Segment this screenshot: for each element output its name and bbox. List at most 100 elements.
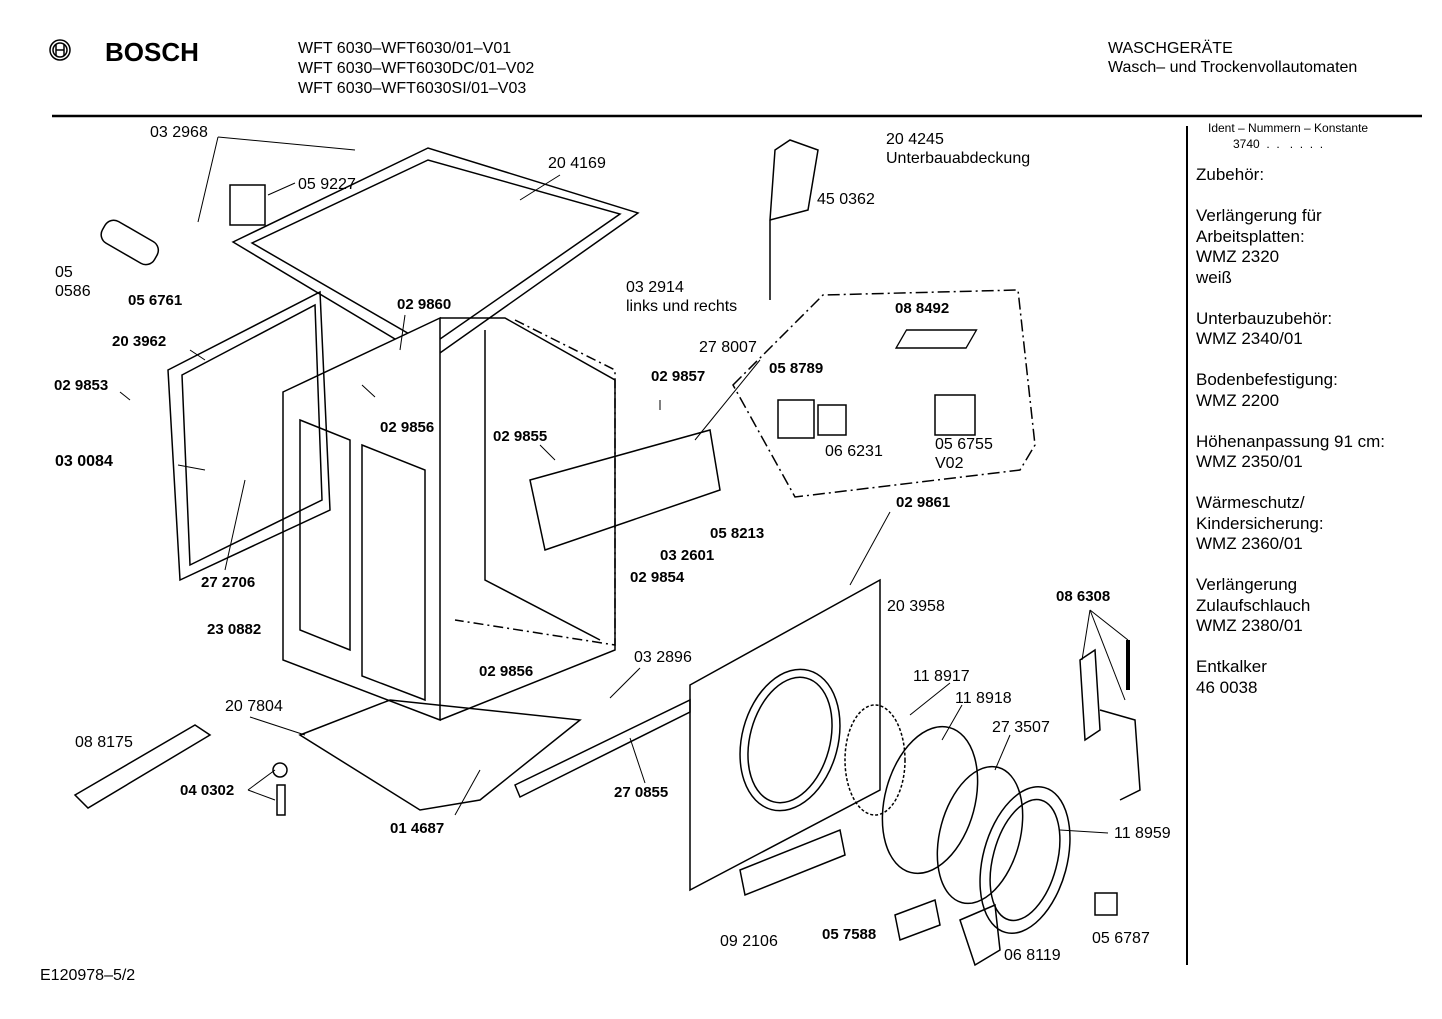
part-label: 05 0586 <box>55 264 91 300</box>
part-label: 05 6755 V02 <box>935 436 993 472</box>
wrench-shape <box>73 724 212 809</box>
ident-label: Ident – Nummern – Konstante <box>1208 121 1369 135</box>
part-label: 27 8007 <box>699 339 757 356</box>
door-rings-shape <box>844 704 1071 935</box>
part-05-8789-shape <box>777 399 815 439</box>
accessory-line: WMZ 2360/01 <box>1196 534 1303 553</box>
category-title: WASCHGERÄTE <box>1108 40 1233 57</box>
part-label: 23 0882 <box>207 621 262 638</box>
accessory-line: Zulaufschlauch <box>1196 595 1311 615</box>
part-label: 27 3507 <box>992 719 1050 736</box>
accessory-line: 46 0038 <box>1196 677 1258 697</box>
category-subtitle: Wasch– und Trockenvollautomaten <box>1108 59 1358 76</box>
nut-shape <box>272 762 288 778</box>
part-label: 02 9861 <box>896 494 951 511</box>
accessory-line: Verlängerung für <box>1196 206 1322 225</box>
hinge-shape <box>1079 648 1141 801</box>
part-label: 02 9855 <box>493 428 548 445</box>
part-05-0586-shape <box>100 219 160 266</box>
front-panel-shape <box>689 578 881 892</box>
part-label: 11 8917 <box>913 668 970 685</box>
part-label: 08 6308 <box>1056 588 1111 605</box>
part-label: 20 3958 <box>887 598 945 615</box>
accessory-group: Höhenanpassung 91 cm:WMZ 2350/01 <box>1196 432 1436 473</box>
accessory-line: WMZ 2380/01 <box>1196 616 1303 635</box>
part-label: 11 8959 <box>1114 825 1171 842</box>
part-label: 03 2914 links und rechts <box>626 279 738 315</box>
accessory-line: Verlängerung <box>1196 575 1298 594</box>
bolt-shape <box>276 784 286 816</box>
module-outline <box>732 289 1036 498</box>
front-strip-shape <box>514 698 691 799</box>
accessory-line: Unterbauzubehör: <box>1196 308 1333 328</box>
part-label: 08 8175 <box>75 734 133 751</box>
part-label: 05 9227 <box>298 176 356 193</box>
top-panel-shape <box>231 147 640 361</box>
accessory-line: WMZ 2320 <box>1196 247 1280 266</box>
part-label: 20 7804 <box>225 698 283 715</box>
latch-shape <box>959 903 1001 967</box>
part-08-8492-shape <box>894 329 978 349</box>
accessory-line: WMZ 2340/01 <box>1196 329 1303 348</box>
model-line-1: WFT 6030–WFT6030/01–V01 <box>298 40 512 57</box>
part-label: 04 0302 <box>180 782 235 799</box>
part-label: 02 9854 <box>630 569 685 586</box>
part-label: 20 3962 <box>112 333 167 350</box>
part-label: 09 2106 <box>720 933 778 950</box>
accessory-line: weiß <box>1196 267 1232 287</box>
part-label: 02 9860 <box>397 296 452 313</box>
accessory-line: Arbeitsplatten: <box>1196 226 1305 246</box>
accessory-group: Unterbauzubehör:WMZ 2340/01 <box>1196 309 1436 350</box>
part-label: 02 9857 <box>651 368 706 385</box>
part-label: 03 2968 <box>150 124 208 141</box>
part-label: 03 2601 <box>660 547 715 564</box>
part-label: 20 4169 <box>548 155 606 172</box>
cabinet-shape <box>282 316 616 722</box>
part-label: 20 4245 Unterbauabdeckung <box>886 131 1031 167</box>
part-label: 03 0084 <box>55 453 113 470</box>
back-outline <box>454 319 616 646</box>
accessory-line: WMZ 2350/01 <box>1196 452 1303 471</box>
part-label: 11 8918 <box>955 690 1012 707</box>
part-05-9227-shape <box>229 184 266 226</box>
accessory-group: Bodenbefestigung:WMZ 2200 <box>1196 370 1436 411</box>
accessory-line: Bodenbefestigung: <box>1196 370 1338 389</box>
power-cord-shape <box>769 139 819 300</box>
part-label: 06 8119 <box>1004 947 1061 964</box>
base-plate-shape <box>298 699 582 811</box>
part-label: 05 6787 <box>1092 930 1150 947</box>
part-label: 05 8789 <box>769 360 824 377</box>
part-label: 02 9853 <box>54 377 109 394</box>
part-label: 27 0855 <box>614 784 669 801</box>
part-label: 08 8492 <box>895 300 950 317</box>
part-label: 01 4687 <box>390 820 445 837</box>
part-label: 03 2896 <box>634 649 692 666</box>
accessory-line: Wärmeschutz/ <box>1196 493 1305 512</box>
side-panel-shape <box>167 290 331 582</box>
part-label: 06 6231 <box>825 443 883 460</box>
model-line-2: WFT 6030–WFT6030DC/01–V02 <box>298 60 535 77</box>
part-06-6231-shape <box>817 404 847 436</box>
model-line-3: WFT 6030–WFT6030SI/01–V03 <box>298 80 527 97</box>
lock-shape <box>894 898 941 942</box>
door-handle-shape <box>739 828 846 897</box>
part-label: 05 7588 <box>822 926 877 943</box>
ident-value: 3740 . . . . . . <box>1233 137 1324 151</box>
bosch-logo-icon <box>49 39 71 61</box>
part-label: 27 2706 <box>201 574 256 591</box>
part-label: 45 0362 <box>817 191 875 208</box>
control-panel-bracket-shape <box>529 429 721 551</box>
part-label: 05 6761 <box>128 292 183 309</box>
accessories-title: Zubehör: <box>1196 165 1265 184</box>
part-label: 05 8213 <box>710 525 765 542</box>
accessory-line: WMZ 2200 <box>1196 390 1280 410</box>
part-05-6755-shape <box>934 394 976 436</box>
brand-logo: BOSCH <box>105 37 199 67</box>
accessory-group: Wärmeschutz/Kindersicherung:WMZ 2360/01 <box>1196 493 1436 555</box>
